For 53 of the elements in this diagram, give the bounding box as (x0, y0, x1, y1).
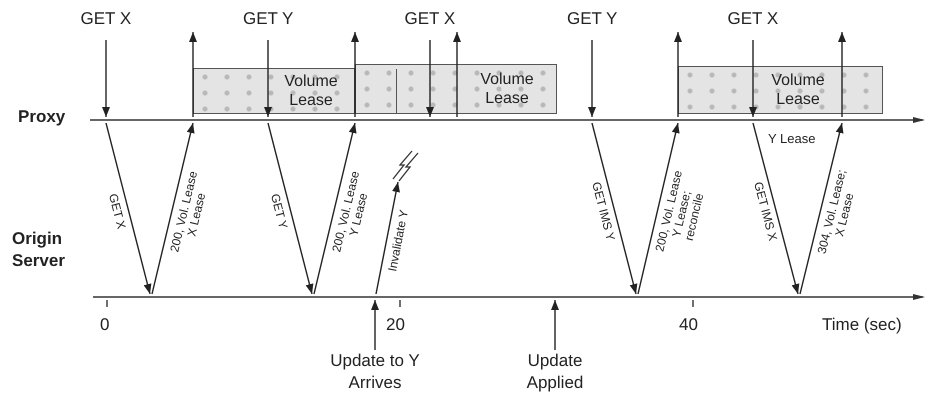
edge-label: 200, Vol. Lease Y Lease; reconcile (652, 168, 708, 255)
arrow (752, 122, 800, 294)
arrow (371, 300, 379, 350)
arrow (453, 32, 461, 117)
arrow (151, 122, 195, 294)
arrow (674, 32, 682, 117)
edge-label: GET X (404, 8, 456, 30)
arrow (551, 300, 559, 350)
arrow (351, 32, 359, 117)
timeline-label: Origin Server (12, 228, 66, 272)
band-text: Volume Lease (283, 72, 339, 110)
arrow (838, 32, 846, 117)
lease-band (678, 66, 883, 114)
edge-label: GET X (80, 8, 132, 30)
arrow (588, 40, 596, 117)
arrow (426, 40, 434, 117)
tick-label: 0 (100, 315, 110, 335)
arrow (591, 122, 638, 294)
lease-band (355, 64, 557, 114)
arrow (313, 122, 357, 294)
edge-label: GET Y (268, 192, 290, 230)
edge-label: 304, Vol. Lease; X Lease (815, 166, 858, 257)
arrow (105, 122, 152, 294)
arrow (375, 182, 400, 294)
arrow (637, 122, 680, 294)
edge-label: GET IMS Y (589, 180, 617, 242)
edge-label: GET IMS X (750, 180, 779, 242)
arrow (189, 32, 197, 117)
timeline-label: Proxy (18, 106, 66, 128)
timeline-axis (93, 294, 925, 300)
edge-label: GET Y (243, 8, 294, 30)
annotation-text: Update to Y Arrives (322, 350, 428, 396)
lightning-icon (390, 148, 420, 182)
arrow (267, 122, 314, 294)
arrow (749, 40, 757, 117)
axis-label: Time (sec) (822, 315, 902, 335)
edge-label: GET X (728, 8, 778, 30)
band-text: Volume Lease (479, 70, 535, 108)
arrow (799, 122, 844, 294)
edge-label: Invalidate Y (386, 208, 410, 272)
band-text: Volume Lease (770, 71, 826, 109)
lease-band (193, 68, 355, 114)
timeline-axis (90, 117, 925, 123)
note-text: Y Lease (768, 131, 816, 146)
edge-label: 200, Vol. Lease Y Lease (328, 168, 371, 255)
arrow (102, 40, 110, 117)
arrow (264, 40, 272, 117)
tick-label: 20 (386, 315, 405, 335)
edge-label: GET Y (567, 8, 618, 30)
annotation-text: Update Applied (515, 350, 595, 396)
tick-label: 40 (679, 315, 698, 335)
edge-label: GET X (106, 192, 128, 230)
edge-label: 200, Vol. Lease X Lease (166, 168, 209, 255)
